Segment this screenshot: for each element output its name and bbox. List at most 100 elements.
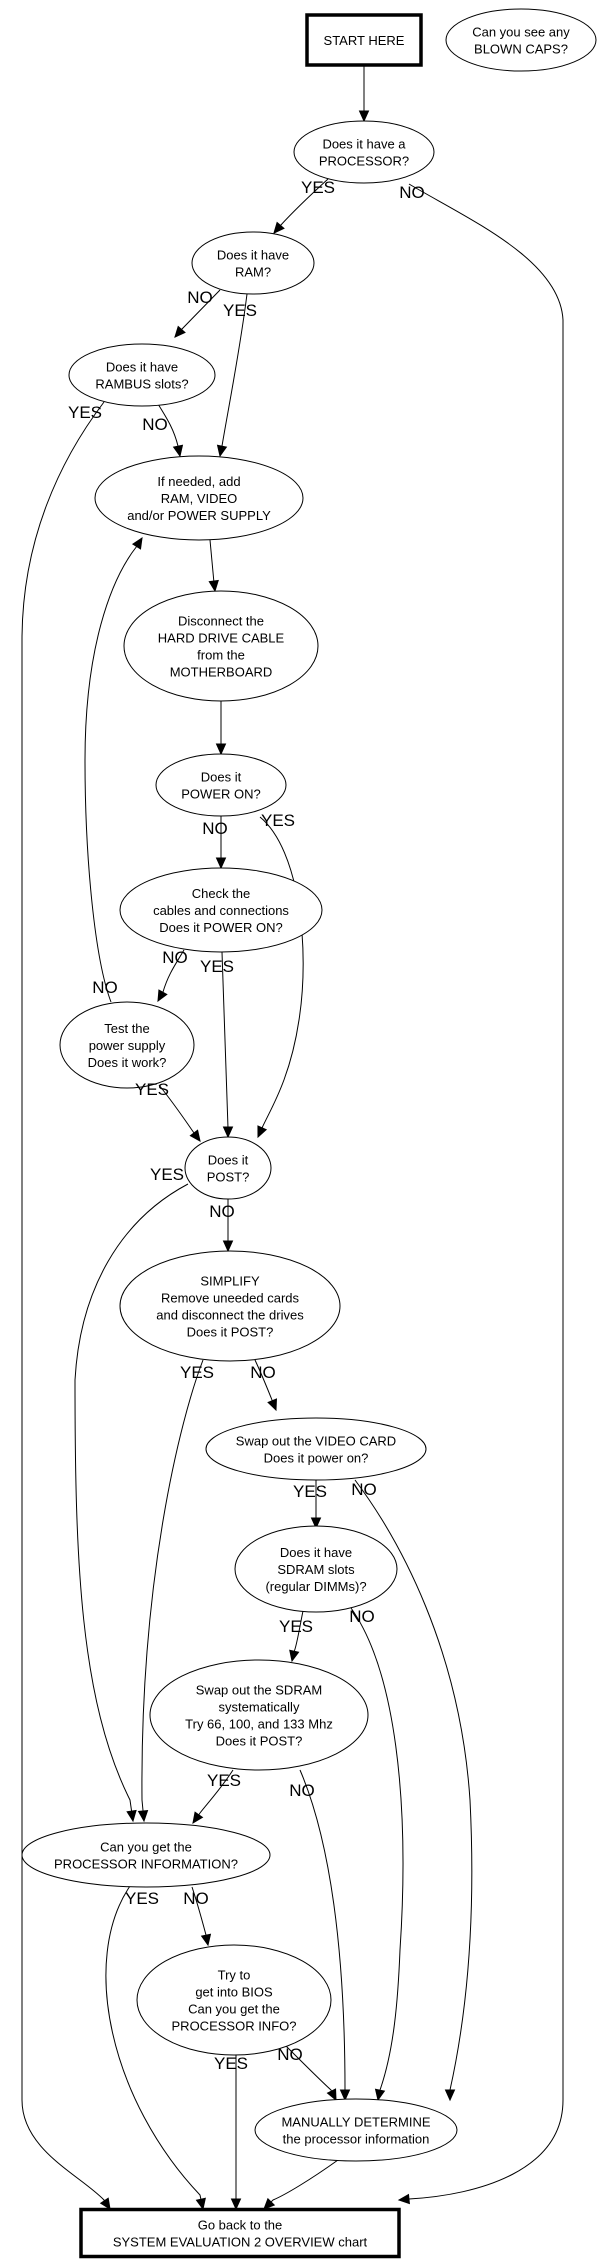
node-text-line: Does it have a: [322, 137, 406, 152]
edge-label-yes: YES: [200, 957, 234, 976]
node-text-line: Does it have: [217, 248, 289, 263]
edge-line: [221, 951, 229, 1137]
edge-label-yes: YES: [180, 1363, 214, 1382]
edge-start-to-processor: [358, 65, 370, 123]
arrowhead-icon: [157, 989, 168, 1003]
node-ellipse: [293, 120, 435, 184]
edge-power-on-to-post: [257, 816, 304, 1139]
node-ellipse: [155, 753, 287, 817]
node-text-line: get into BIOS: [195, 1985, 273, 2000]
edge-rambus-to-add-parts: [157, 403, 184, 458]
node-text-line: Does it: [201, 770, 242, 785]
edge-proc-info-to-bios: [191, 1886, 212, 1947]
node-text-line: MANUALLY DETERMINE: [281, 2115, 430, 2130]
edge-line: [21, 401, 111, 2210]
arrowhead-icon: [215, 857, 227, 870]
arrowhead-icon: [339, 2089, 351, 2102]
edge-manual-to-go-back: [263, 2159, 339, 2210]
node-text-line: Swap out the VIDEO CARD: [236, 1434, 396, 1449]
arrowhead-icon: [310, 1517, 322, 1530]
node-ellipse: [136, 1944, 332, 2056]
node-text-line: Does it have: [106, 360, 178, 375]
edges-layer: [21, 65, 564, 2211]
edge-label-no: NO: [183, 1889, 209, 1908]
node-text-line: If needed, add: [157, 474, 240, 489]
edge-test-psu-to-add-parts: [84, 536, 143, 1003]
edge-label-no: NO: [142, 415, 168, 434]
edge-video-card-to-sdram-slots: [310, 1480, 322, 1530]
node-text-line: Can you see any: [472, 25, 570, 40]
node-text-line: RAM?: [235, 265, 271, 280]
edge-line: [192, 1769, 234, 1824]
arrowhead-icon: [216, 444, 228, 458]
edge-label-no: NO: [351, 1480, 377, 1499]
node-text-line: RAM, VIDEO: [161, 491, 238, 506]
arrowhead-icon: [267, 1398, 277, 1412]
edge-rambus-to-go-back: [21, 401, 111, 2211]
edge-line: [350, 1607, 404, 2101]
arrowhead-icon: [444, 2089, 456, 2102]
node-text-line: MOTHERBOARD: [170, 665, 273, 680]
node-text-line: SDRAM slots: [277, 1562, 355, 1577]
edge-simplify-to-video-card: [254, 1359, 277, 1412]
node-text-line: Swap out the SDRAM: [196, 1683, 322, 1698]
edge-label-yes: YES: [125, 1889, 159, 1908]
node-ellipse: [149, 1659, 369, 1771]
node-text-line: POWER ON?: [181, 787, 260, 802]
arrowhead-icon: [397, 2193, 410, 2205]
node-ellipse: [234, 1525, 398, 1613]
edge-label-no: NO: [289, 1781, 315, 1800]
edge-label-yes: YES: [68, 403, 102, 422]
node-text-line: Remove uneeded cards: [161, 1291, 300, 1306]
node-text-line: PROCESSOR?: [319, 154, 409, 169]
edge-label-no: NO: [162, 948, 188, 967]
edge-sdram-slots-to-manual: [350, 1607, 404, 2102]
node-text-line: Try to: [218, 1968, 251, 1983]
edge-line: [254, 1359, 277, 1411]
edge-line: [284, 2044, 337, 2101]
edge-label-no: NO: [202, 819, 228, 838]
arrowhead-icon: [174, 325, 186, 338]
arrowhead-icon: [195, 2197, 206, 2211]
arrowhead-icon: [263, 2197, 276, 2210]
node-ellipse: [94, 455, 304, 541]
edge-line: [299, 1769, 346, 2100]
edge-label-no: NO: [277, 2045, 303, 2064]
node-text-line: Does it POWER ON?: [159, 920, 283, 935]
node-text-line: systematically: [219, 1700, 300, 1715]
node-ellipse: [254, 2098, 458, 2162]
edge-processor-to-ram: [273, 178, 329, 234]
arrowhead-icon: [189, 1129, 201, 1142]
node-text-line: Check the: [192, 886, 251, 901]
edge-disconnect-hd-to-power-on: [215, 701, 227, 756]
node-text-line: (regular DIMMs)?: [265, 1579, 366, 1594]
node-text-line: SYSTEM EVALUATION 2 OVERVIEW chart: [113, 2235, 368, 2250]
edge-line: [105, 1885, 204, 2210]
edge-check-cables-to-post: [221, 951, 234, 1139]
node-box: [305, 13, 423, 67]
arrowhead-icon: [192, 1811, 204, 1824]
edge-label-yes: YES: [214, 2054, 248, 2073]
node-text-line: cables and connections: [153, 903, 289, 918]
edge-power-on-to-check-cables: [215, 816, 227, 870]
edge-test-psu-to-post: [158, 1084, 201, 1142]
node-text-line: Does it have: [280, 1545, 352, 1560]
arrowhead-icon: [99, 2197, 111, 2211]
node-text-line: Does it power on?: [264, 1451, 369, 1466]
node-text-line: power supply: [89, 1038, 166, 1053]
node-text-line: from the: [197, 648, 245, 663]
node-processor: Does it have a PROCESSOR?: [293, 120, 435, 184]
node-text-line: and disconnect the drives: [156, 1308, 304, 1323]
